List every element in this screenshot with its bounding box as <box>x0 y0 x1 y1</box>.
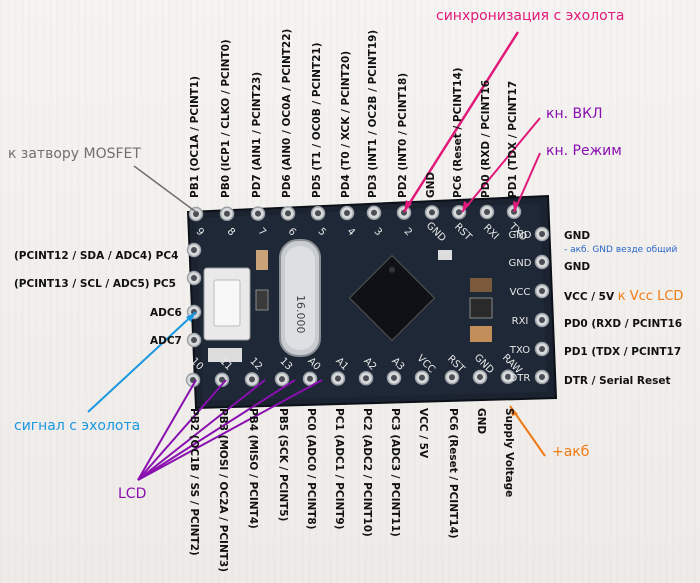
top-pin-label: PD7 (AIN1 / PCINT23) <box>251 71 263 198</box>
left-pin-pc5: (PCINT13 / SCL / ADC5) PC5 <box>14 278 176 290</box>
bottom-pin-label: Supply Voltage <box>503 408 515 498</box>
bottom-pin-label: PC0 (ADC0 / PCINT8) <box>305 408 317 530</box>
top-pin-label: PD1 (TDX / PCINT17 <box>507 80 519 198</box>
smd-components <box>208 250 493 362</box>
annotation-lines <box>87 31 546 481</box>
left-pin-hole-bore <box>191 247 197 253</box>
left-pin-hole-bore <box>191 337 197 343</box>
top-pin-label: PD5 (T1 / OC0B / PCINT21) <box>311 42 323 198</box>
right-pin-hole-bore <box>539 259 545 265</box>
annotation-button-on: кн. ВКЛ <box>546 106 603 122</box>
top-pin-label: PD0 (RXD / PCINT16 <box>480 79 492 198</box>
top-pin-hole-bore <box>429 209 435 216</box>
right-pin-hole-bore <box>539 346 545 352</box>
top-pin-label: PB0 (ICP1 / CLKO / PCINT0) <box>220 39 232 198</box>
right-pin-vcc-note: к Vcc LCD <box>617 289 684 304</box>
annotation-lcd: LCD <box>118 486 147 502</box>
right-pin-hole-bore <box>539 374 545 380</box>
left-pin-adc7: ADC7 <box>150 335 182 347</box>
right-pin-hole-bore <box>539 317 545 323</box>
left-pin-hole-bore <box>191 275 197 281</box>
annotation-battery: +акб <box>552 444 590 460</box>
left-pin-adc6: ADC6 <box>150 307 182 319</box>
silk-right-label: GND <box>509 258 532 269</box>
right-pin-tx: PD1 (TDX / PCINT17 <box>564 346 682 358</box>
right-pin-hole-bore <box>539 288 545 294</box>
bottom-pin-label: PC6 (Reset / PCINT14) <box>447 408 459 539</box>
right-pin-vcc-label: VCC / 5V <box>564 291 615 303</box>
top-pin-hole-bore <box>484 209 490 215</box>
top-pin-label: PD6 (AIN0 / OC0A / PCINT22) <box>281 28 293 198</box>
top-pin-label: PC6 (Reset / PCINT14) <box>452 67 464 198</box>
top-pin-label: GND <box>425 171 437 198</box>
bottom-pin-hole-bore <box>219 376 225 383</box>
top-pin-hole-bore <box>193 211 199 217</box>
bottom-pin-label: PC1 (ADC1 / PCINT9) <box>333 408 345 530</box>
top-pin-hole-bore <box>456 209 462 216</box>
bottom-pin-label: PB5 (SCK / PCINT5) <box>277 408 289 522</box>
right-pin-gnd-2: GND <box>564 261 591 273</box>
top-pin-hole-bore <box>285 210 291 217</box>
bottom-pin-label: PC3 (ADC3 / PCINT11) <box>389 408 401 537</box>
bottom-pin-hole-bore <box>477 374 483 380</box>
right-pin-dtr: DTR / Serial Reset <box>564 375 671 387</box>
annotation-button-mode: кн. Режим <box>546 143 622 159</box>
top-pin-label: PD3 (INT1 / OC2B / PCINT19) <box>367 29 379 198</box>
top-pin-label: PD2 (INT0 / PCINT18) <box>397 72 409 198</box>
silk-right-label: VCC <box>510 287 531 298</box>
crystal-label: 16.000 <box>294 295 307 334</box>
bottom-pin-hole-bore <box>307 375 313 382</box>
bottom-pin-label: PB2 (OC1B / SS / PCINT2) <box>188 408 200 556</box>
bottom-pin-hole-bore <box>449 374 455 381</box>
right-pin-hole-bore <box>539 231 545 237</box>
right-header-holes <box>534 226 550 385</box>
bottom-pin-hole-bore <box>363 375 369 382</box>
bottom-pin-label: PB3 (MOSI / OC2A / PCINT3) <box>217 408 229 573</box>
bottom-pin-hole-bore <box>249 376 255 383</box>
mcu-chip <box>348 254 436 342</box>
top-pin-label: PB1 (OC1A / PCINT1) <box>189 75 201 198</box>
right-pin-gnd-1: GND <box>564 230 591 242</box>
top-pin-hole-bore <box>315 210 321 217</box>
right-pin-rx: PD0 (RXD / PCINT16 <box>564 318 683 330</box>
bottom-pin-hole-bore <box>419 374 425 381</box>
bottom-header-holes <box>185 369 516 388</box>
bottom-pin-label: PC2 (ADC2 / PCINT10) <box>361 408 373 537</box>
reset-button-component <box>203 267 251 341</box>
top-pin-hole-bore <box>344 210 350 216</box>
bottom-pin-label: VCC / 5V <box>417 408 429 459</box>
top-pin-label: PD4 (T0 / XCK / PCINT20) <box>340 50 352 198</box>
right-pin-vcc: VCC / 5V к Vcc LCD <box>564 289 683 304</box>
bottom-pin-label: PB4 (MISO / PCINT4) <box>247 408 259 529</box>
annotation-mosfet: к затвору MOSFET <box>8 146 141 162</box>
bottom-pin-hole-bore <box>505 373 511 380</box>
silk-right-label: RXI <box>512 316 529 327</box>
top-pin-hole-bore <box>371 209 377 216</box>
left-header-holes <box>186 242 202 348</box>
left-pin-pc4: (PCINT12 / SDA / ADC4) PC4 <box>14 250 179 262</box>
top-pin-hole-bore <box>224 210 230 217</box>
silk-right-label: TXO <box>509 345 530 356</box>
bottom-pin-hole-bore <box>279 376 285 383</box>
annotation-signal: сигнал с эхолота <box>14 418 141 434</box>
annotation-sync: синхронизация с эхолота <box>436 8 625 24</box>
right-pin-gnd-note: - акб. GND везде общий <box>564 245 678 255</box>
crystal-component: 16.000 <box>279 239 321 357</box>
top-pin-hole-bore <box>255 210 261 217</box>
bottom-pin-label: GND <box>475 408 487 435</box>
top-header-holes <box>188 204 522 222</box>
bottom-pin-hole-bore <box>391 374 397 381</box>
bottom-pin-hole-bore <box>335 375 341 382</box>
silk-right-label: GND <box>509 230 532 241</box>
silk-right-label: DTR <box>510 373 531 384</box>
